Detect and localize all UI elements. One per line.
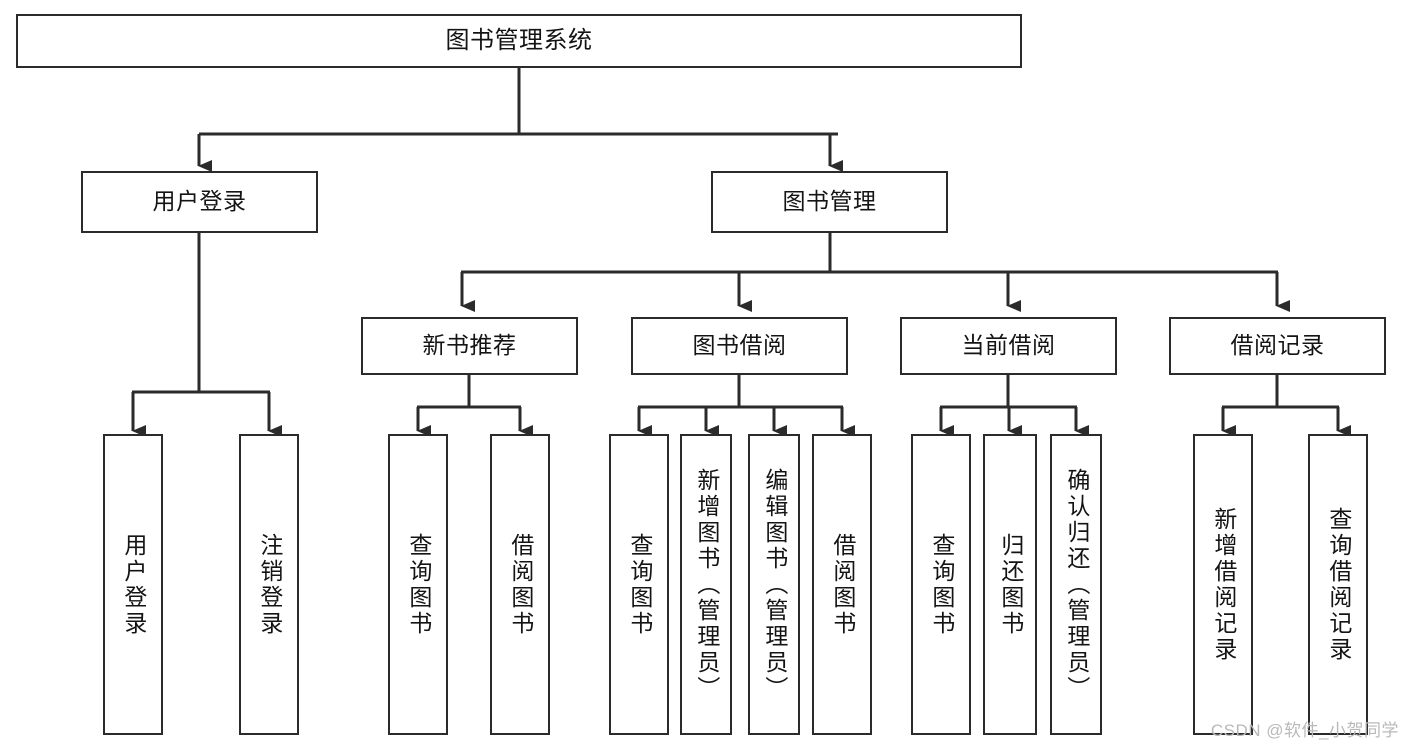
node-book-manage-label: 图书管理: [782, 188, 877, 215]
node-leaf-query-book-3[interactable]: 查询图书: [911, 434, 971, 735]
node-leaf-borrow-book-1[interactable]: 借阅图书: [490, 434, 550, 735]
node-book-borrow-label: 图书借阅: [692, 332, 787, 359]
node-leaf-query-book-1-label: 查询图书: [405, 532, 432, 637]
node-leaf-user-login[interactable]: 用户登录: [103, 434, 163, 735]
watermark-text: CSDN @软件_小贺同学: [1210, 721, 1399, 740]
node-leaf-query-book-2-label: 查询图书: [626, 532, 653, 637]
node-leaf-logout[interactable]: 注销登录: [239, 434, 299, 735]
node-leaf-user-login-label: 用户登录: [120, 532, 147, 637]
node-current-borrow-label: 当前借阅: [961, 332, 1056, 359]
node-leaf-edit-book-label: 编辑图书（管理员）: [761, 467, 788, 702]
node-new-book-recommend-label: 新书推荐: [422, 332, 517, 359]
node-book-borrow[interactable]: 图书借阅: [631, 317, 848, 375]
node-leaf-edit-book[interactable]: 编辑图书（管理员）: [748, 434, 800, 735]
node-borrow-record-label: 借阅记录: [1230, 332, 1325, 359]
node-leaf-borrow-book-1-label: 借阅图书: [507, 532, 534, 637]
node-user-login-label: 用户登录: [152, 188, 247, 215]
node-leaf-borrow-book-2-label: 借阅图书: [829, 532, 856, 637]
node-leaf-logout-label: 注销登录: [256, 532, 283, 637]
node-leaf-borrow-book-2[interactable]: 借阅图书: [812, 434, 872, 735]
node-user-login[interactable]: 用户登录: [81, 171, 318, 233]
node-root[interactable]: 图书管理系统: [16, 14, 1022, 68]
node-leaf-query-book-3-label: 查询图书: [928, 532, 955, 637]
node-leaf-add-record-label: 新增借阅记录: [1210, 506, 1237, 663]
node-book-manage[interactable]: 图书管理: [711, 171, 948, 233]
node-leaf-confirm-return-label: 确认归还（管理员）: [1063, 467, 1090, 702]
node-leaf-add-record[interactable]: 新增借阅记录: [1193, 434, 1253, 735]
node-root-label: 图书管理系统: [445, 26, 593, 54]
node-leaf-add-book-label: 新增图书（管理员）: [693, 467, 720, 702]
node-leaf-query-book-2[interactable]: 查询图书: [609, 434, 669, 735]
node-leaf-return-book[interactable]: 归还图书: [983, 434, 1037, 735]
node-new-book-recommend[interactable]: 新书推荐: [361, 317, 578, 375]
node-leaf-confirm-return[interactable]: 确认归还（管理员）: [1050, 434, 1102, 735]
node-leaf-query-record-label: 查询借阅记录: [1325, 506, 1352, 663]
node-leaf-query-record[interactable]: 查询借阅记录: [1308, 434, 1368, 735]
node-leaf-add-book[interactable]: 新增图书（管理员）: [680, 434, 732, 735]
node-leaf-return-book-label: 归还图书: [997, 532, 1024, 637]
node-leaf-query-book-1[interactable]: 查询图书: [388, 434, 448, 735]
node-borrow-record[interactable]: 借阅记录: [1169, 317, 1386, 375]
node-current-borrow[interactable]: 当前借阅: [900, 317, 1117, 375]
